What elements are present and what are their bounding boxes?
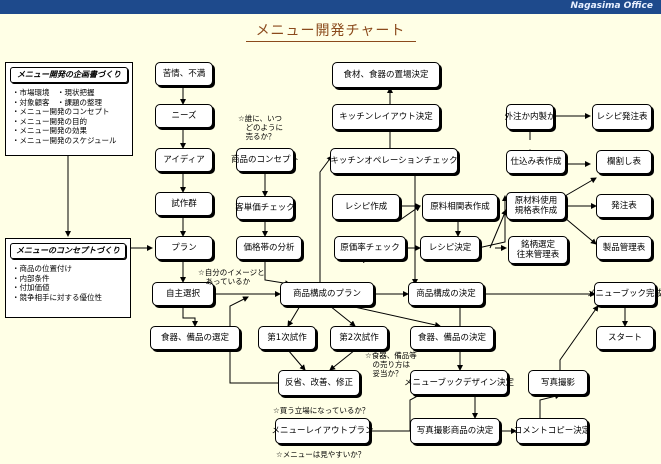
node-recipe-order: レシピ発注表 — [592, 104, 652, 130]
list-item: ・内部条件 — [12, 273, 50, 283]
list-item: ・メニュー開発の目的 — [12, 116, 87, 126]
node-material-list: 原材料使用 規格表作成 — [506, 192, 566, 220]
node-maintenance: 銘柄選定 往来管理表 — [508, 236, 568, 264]
page-title: メニュー開発チャート — [255, 23, 406, 39]
node-tableware-select: 食器、備品の選定 — [150, 326, 240, 350]
node-photo-shoot: 写真撮影 — [528, 370, 588, 395]
node-product-concept: 商品のコンセプト — [231, 148, 299, 172]
node-complaints: 苦情、不満 — [155, 62, 213, 86]
node-cost-table: 原料相関表作成 — [422, 194, 498, 220]
node-price-band: 価格帯の分析 — [236, 236, 302, 260]
node-product-decide: 商品構成の決定 — [408, 282, 484, 306]
brand-label: Nagasima Office — [570, 1, 653, 11]
concept-panel-list: ・商品の位置付け ・内部条件 ・付加価値 ・競争相手に対する優位性 — [12, 264, 126, 302]
node-order-table: 発注表 — [596, 194, 652, 218]
note-who-when: ☆誰に、いつ どのように 売るか？ — [238, 114, 283, 141]
node-start: スタート — [596, 326, 654, 350]
node-trial-1: 第1次試作 — [258, 326, 316, 350]
node-product-plan: 商品構成のプラン — [280, 282, 374, 306]
planning-panel-list: ・市場環境 ・現状把握 ・対象顧客 ・課題の整理 ・メニュー開発のコンセプト ・… — [12, 88, 128, 145]
list-item: ・商品の位置付け — [12, 264, 72, 273]
node-photo-product: 写真撮影商品の決定 — [410, 418, 500, 444]
node-menubook-design: メニューブックデザイン決定 — [404, 370, 514, 395]
node-review: 反省、改善、修正 — [278, 370, 360, 396]
concept-panel-title: メニューのコンセプトづくり — [10, 243, 126, 259]
node-inventory: 製品管理表 — [596, 236, 652, 260]
list-item: ・付加価値 — [12, 283, 50, 292]
list-item: ・対象顧客 ・課題の整理 — [12, 97, 102, 107]
concept-panel: メニューのコンセプトづくり ・商品の位置付け ・内部条件 ・付加価値 ・競争相手… — [5, 238, 131, 318]
node-comment-copy: コメントコピー決定 — [514, 418, 590, 444]
top-banner: Nagasima Office — [0, 0, 661, 14]
list-item: ・メニュー開発のコンセプト — [12, 107, 110, 116]
list-item: ・市場環境 ・現状把握 — [12, 88, 95, 97]
node-prep-amount: 仕込み表作成 — [506, 150, 566, 174]
node-menu-layout-plan: メニューレイアウトプラン — [272, 418, 374, 444]
node-prep-table: 欄割し表 — [596, 150, 652, 174]
node-kitchen-operation: キッチンオペレーションチェック — [330, 148, 458, 174]
node-menubook-done: メニューブック完成 — [587, 282, 661, 306]
note-easy-to-read: ☆メニューは見やすいか？ — [276, 450, 366, 459]
list-item: ・メニュー開発の効果 — [12, 126, 87, 135]
node-kitchen-layout: キッチンレイアウト決定 — [332, 104, 440, 130]
planning-panel: メニュー開発の企画書づくり ・市場環境 ・現状把握 ・対象顧客 ・課題の整理 ・… — [5, 62, 133, 156]
node-recipe-decide: レシピ決定 — [420, 236, 480, 260]
note-tableware-ok: ☆食器、備品等 の売り方は 妥当か？ — [365, 351, 417, 378]
node-outsource: 外注か内製か — [505, 104, 556, 130]
node-recipe-make: レシピ作成 — [332, 194, 400, 220]
title-underline — [246, 41, 416, 42]
node-customer-price-check: 客単価チェック — [235, 196, 295, 220]
node-trial-2: 第2次試作 — [330, 326, 388, 350]
list-item: ・メニュー開発のスケジュール — [12, 135, 117, 145]
node-ingredient-layout: 食材、食器の置場決定 — [332, 62, 440, 88]
node-trial-prep: 試作群 — [155, 192, 213, 216]
note-image-match: ☆自分のイメージと あっているか — [198, 268, 265, 286]
list-item: ・競争相手に対する優位性 — [12, 292, 102, 302]
node-tableware-decide: 食器、備品の決定 — [410, 326, 494, 350]
node-self-select: 自主選択 — [152, 282, 214, 306]
note-buyer-view: ☆買う立場になっているか？ — [273, 406, 370, 415]
node-cost-rate-check: 原価率チェック — [334, 236, 406, 260]
planning-panel-title: メニュー開発の企画書づくり — [10, 67, 128, 83]
node-idea: アイディア — [155, 148, 213, 172]
node-needs: ニーズ — [155, 104, 213, 128]
node-plan: プラン — [155, 236, 213, 260]
